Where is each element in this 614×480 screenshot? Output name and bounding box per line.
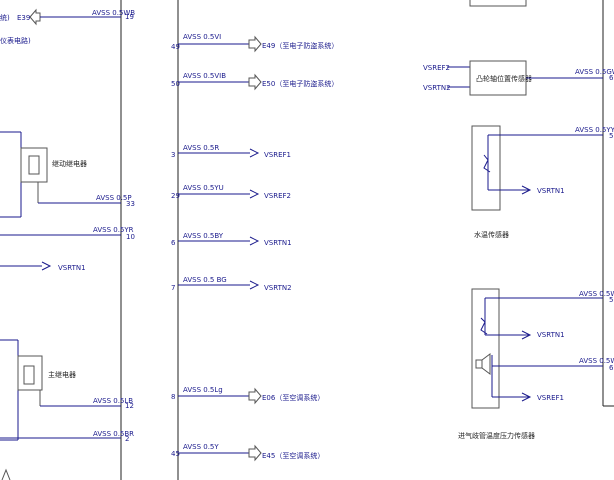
- dest-50: E50（至电子防盗系统）: [262, 79, 338, 88]
- pin-cam: 6: [609, 74, 614, 82]
- wire-label-12: AVSS 0.5LB: [93, 397, 133, 405]
- map-sensor-label: 进气歧管温度压力传感器: [458, 431, 535, 440]
- main-relay-box: [17, 355, 43, 391]
- wire-label-map2: AVSS 0.5W: [579, 357, 614, 365]
- arrow-vsrtn1-left: [41, 261, 52, 271]
- arrow-map-ref: [521, 392, 532, 402]
- ecm-relay-label: 继动继电器: [52, 159, 87, 168]
- wire-label-50: AVSS 0.5VIB: [183, 72, 226, 80]
- arrow-ect-out: [521, 185, 532, 195]
- ect-thermistor: [483, 154, 491, 173]
- ref-6: VSRTN1: [264, 239, 292, 247]
- ref-7: VSRTN2: [264, 284, 292, 292]
- connector-arrow-bottom: [1, 468, 11, 480]
- main-relay-coil: [23, 365, 35, 385]
- wire-label-ect: AVSS 0.5YY: [575, 126, 614, 134]
- wire-label-49: AVSS 0.5VI: [183, 33, 221, 41]
- arrow-7: [249, 280, 260, 290]
- map-ref-label: VSREF1: [537, 394, 564, 402]
- arrow-29: [249, 189, 260, 199]
- wire-label-6: AVSS 0.5BY: [183, 232, 224, 240]
- wire-label-cam: AVSS 0.5GW: [575, 68, 614, 76]
- cam-in2-label: VSRTN2: [423, 84, 451, 92]
- ecm-relay-coil: [28, 155, 40, 175]
- dest-45: E45（至空调系统）: [262, 451, 324, 460]
- map-thermistor: [480, 317, 488, 335]
- map-pressure-elem: [475, 359, 483, 369]
- pin-49: 49: [171, 43, 180, 51]
- dest-8: E06（至空调系统）: [262, 393, 324, 402]
- pin-map1: 50: [609, 296, 614, 304]
- connector-arrow-8: [248, 387, 262, 405]
- wire-label-29: AVSS 0.5YU: [183, 184, 224, 192]
- pin-29: 29: [171, 192, 180, 200]
- ect-sensor-label: 水温传感器: [474, 230, 509, 239]
- map-pressure-horn: [481, 353, 491, 375]
- wire-label-7: AVSS 0.5 BG: [183, 276, 227, 284]
- pin-10: 10: [126, 233, 135, 241]
- connector-arrow-e39: [29, 8, 41, 26]
- dest-e39-tail: 统): [0, 13, 10, 22]
- cam-sensor-label: 凸轮轴位置传感器: [476, 74, 532, 83]
- wire-label-10: AVSS 0.5YR: [93, 226, 134, 234]
- wire-label-e39: AVSS 0.5WB: [92, 9, 135, 17]
- wire-label-map1: AVSS 0.5W: [579, 290, 614, 298]
- ref-3: VSREF1: [264, 151, 291, 159]
- top-component-box: [469, 0, 527, 7]
- connector-arrow-50: [248, 73, 262, 91]
- ect-out-label: VSRTN1: [537, 187, 565, 195]
- wire-label-2: AVSS 0.5BR: [93, 430, 134, 438]
- dest-e39-sub: 仪表电路): [0, 36, 31, 45]
- arrow-map-rtn: [521, 330, 532, 340]
- wire-label-3: AVSS 0.5R: [183, 144, 219, 152]
- pin-ect: 5: [609, 132, 613, 140]
- wire-label-33: AVSS 0.5P: [96, 194, 132, 202]
- pin-6: 6: [171, 239, 176, 247]
- pin-2: 2: [125, 435, 129, 443]
- pin-7: 7: [171, 284, 175, 292]
- map-sensor-box: [471, 288, 500, 409]
- pin-19: 19: [125, 13, 134, 21]
- pin-3: 3: [171, 151, 175, 159]
- dest-49: E49（至电子防盗系统）: [262, 41, 338, 50]
- arrow-6: [249, 236, 260, 246]
- wire-label-45: AVSS 0.5Y: [183, 443, 219, 451]
- pin-50: 50: [171, 80, 180, 88]
- arrow-3: [249, 148, 260, 158]
- pin-45: 45: [171, 450, 180, 458]
- ref-29: VSREF2: [264, 192, 291, 200]
- ecm-relay-box: [20, 147, 48, 183]
- wire-label-8: AVSS 0.5Lg: [183, 386, 223, 394]
- ect-sensor-box: [471, 125, 501, 211]
- ref-vsrtn1-left: VSRTN1: [58, 264, 86, 272]
- pin-33: 33: [126, 200, 135, 208]
- main-relay-label: 主继电器: [48, 370, 76, 379]
- pin-map2: 63: [609, 364, 614, 372]
- pin-8: 8: [171, 393, 175, 401]
- connector-arrow-49: [248, 35, 262, 53]
- connector-arrow-45: [248, 444, 262, 462]
- cam-in1-label: VSREF2: [423, 64, 450, 72]
- pin-12: 12: [125, 402, 134, 410]
- map-rtn-label: VSRTN1: [537, 331, 565, 339]
- dest-e39-code: E39: [17, 14, 30, 22]
